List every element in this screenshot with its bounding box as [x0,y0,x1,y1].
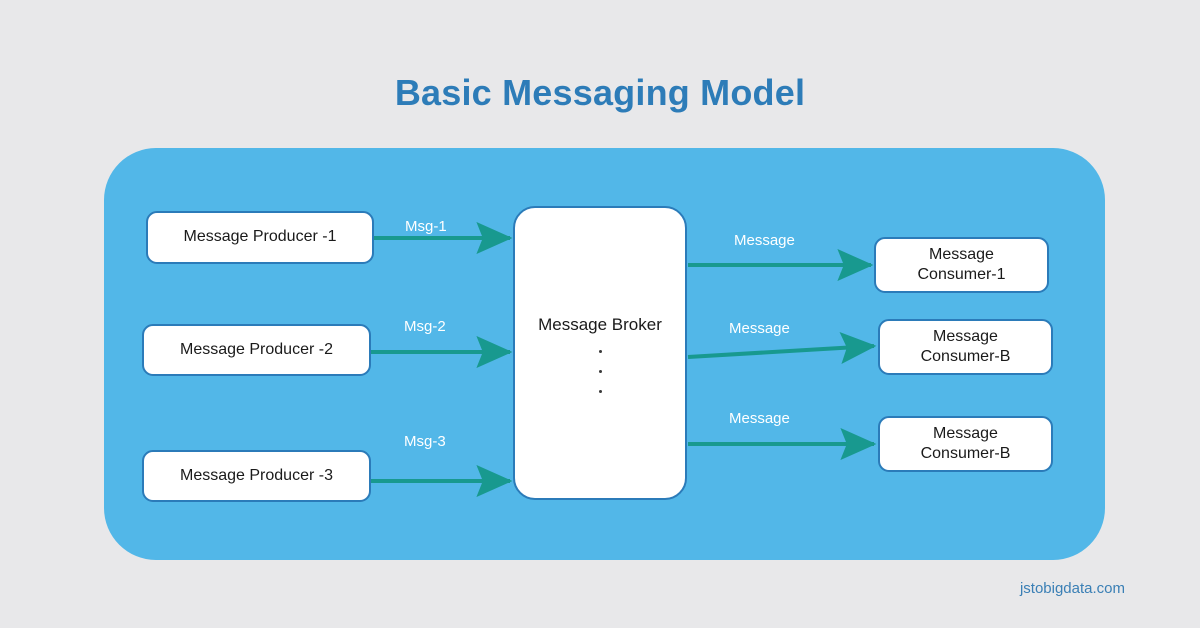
page-title: Basic Messaging Model [394,72,806,113]
node-label: Message Producer -3 [180,466,333,484]
node-message-consumer-3[interactable]: Message Consumer-B [878,416,1053,472]
arrow-label-consumer-2: Message [729,320,790,337]
node-label: Message Broker [538,315,662,334]
node-message-producer-3[interactable]: Message Producer -3 [142,450,371,502]
node-message-producer-2[interactable]: Message Producer -2 [142,324,371,376]
node-message-broker[interactable]: Message Broker [513,206,687,500]
node-message-consumer-1[interactable]: Message Consumer-1 [874,237,1049,293]
arrow-label-consumer-1: Message [734,232,795,249]
node-label-line2: Consumer-B [920,348,1011,365]
arrow-label-consumer-3: Message [729,410,790,427]
node-message-consumer-2[interactable]: Message Consumer-B [878,319,1053,375]
node-label: Message Consumer-1 [917,245,1005,286]
node-label-line2: Consumer-B [920,445,1011,462]
node-label: Message Producer -1 [183,228,337,246]
arrow-label-producer-1: Msg-1 [405,218,447,235]
node-label-line2: Consumer-1 [917,266,1006,283]
node-label: Message Producer -2 [180,340,333,358]
arrow-label-producer-3: Msg-3 [404,433,446,450]
node-label-line1: Message [929,245,994,263]
arrow-label-producer-2: Msg-2 [404,318,446,335]
node-label: Message Consumer-B [921,327,1011,368]
node-message-producer-1[interactable]: Message Producer -1 [146,211,374,264]
node-label-line1: Message [933,327,998,345]
vertical-ellipsis-icon [598,349,602,393]
node-label: Message Consumer-B [921,424,1011,465]
watermark: jstobigdata.com [1019,580,1125,597]
node-label-line1: Message [933,424,998,442]
